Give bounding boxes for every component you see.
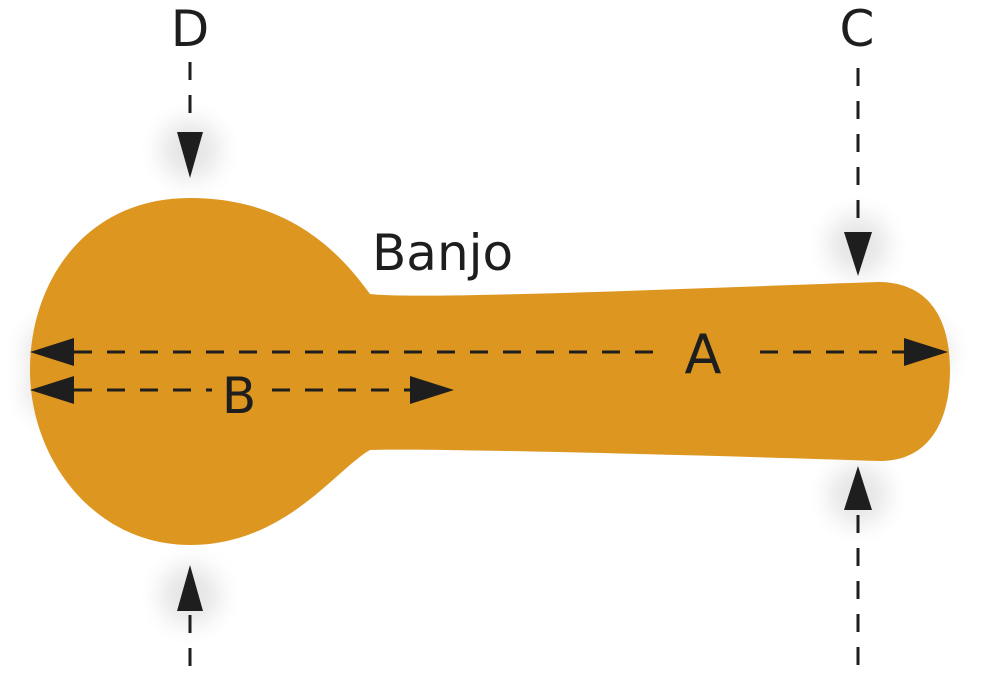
label-b: B [222, 367, 256, 425]
label-a: A [685, 323, 722, 386]
dimension-c [844, 68, 872, 676]
dimension-d [177, 62, 203, 676]
dimension-b [30, 376, 454, 404]
shape-name-label: Banjo [372, 224, 513, 282]
label-d: D [171, 0, 210, 58]
banjo-shape [30, 198, 950, 545]
label-c: C [840, 0, 875, 58]
dimension-a [30, 338, 948, 366]
